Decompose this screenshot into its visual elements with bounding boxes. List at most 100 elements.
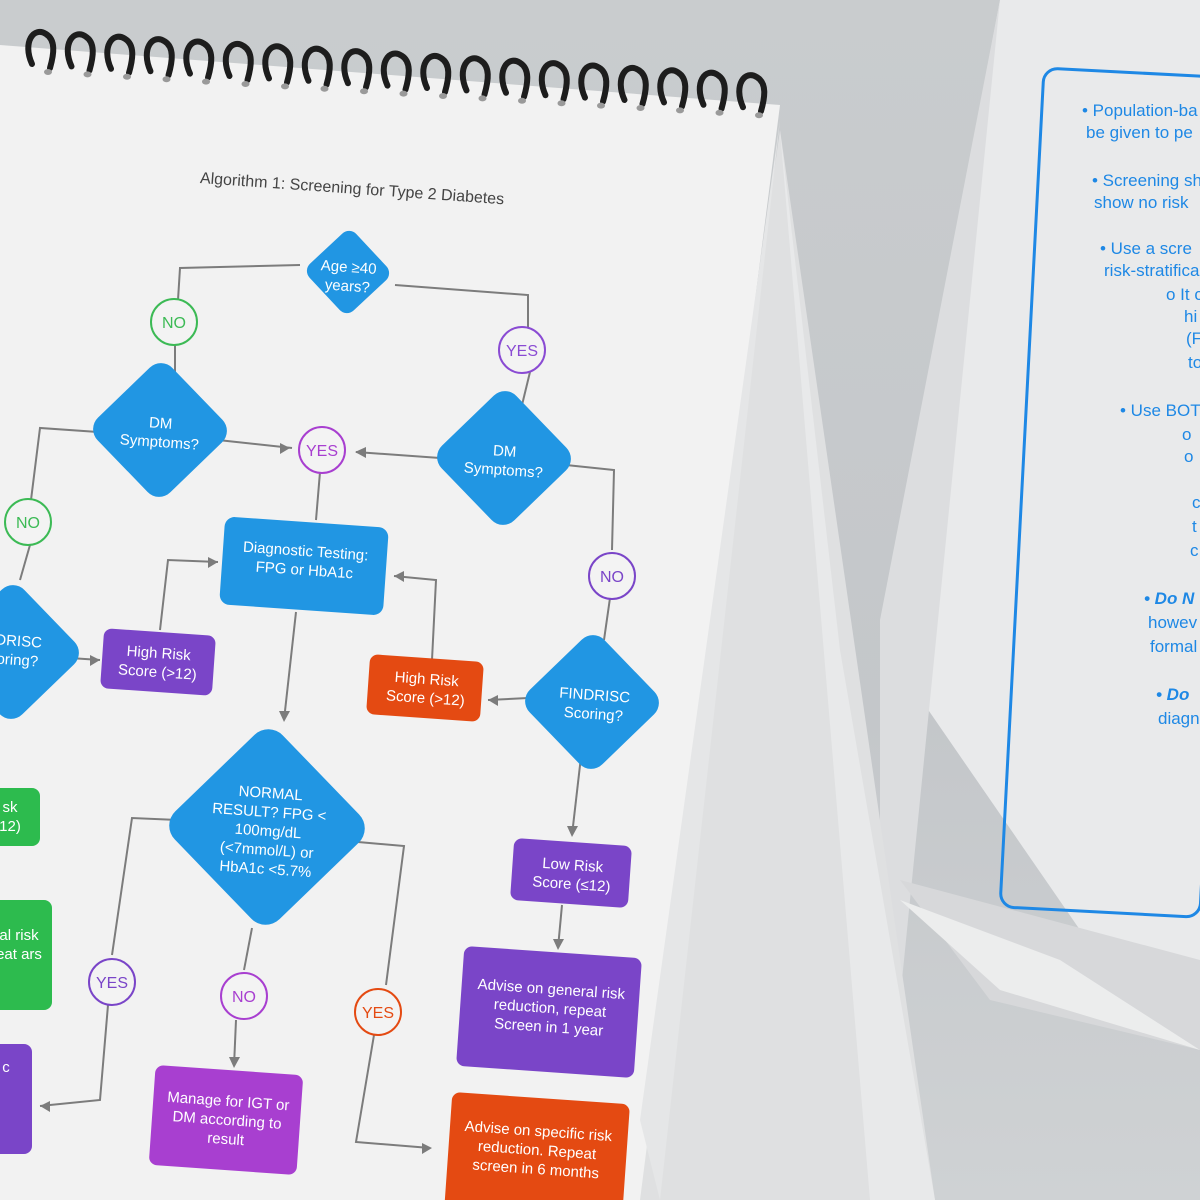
binding-hole	[281, 83, 289, 90]
note-line-9: (F	[1186, 329, 1200, 348]
findrisc-left-diamond	[0, 585, 79, 719]
note-line-10: to	[1188, 353, 1200, 372]
left-green-text-2: al risk eat ars	[0, 927, 42, 963]
note-line-8: hi	[1184, 307, 1198, 326]
no-label-right: NO	[588, 552, 636, 600]
yes-label-bottom-right: YES	[354, 988, 402, 1036]
binding-hole	[360, 88, 368, 95]
connector-lines	[19, 264, 616, 1149]
binding-hole	[439, 93, 447, 99]
note-line-5: • Use a scre	[1100, 239, 1192, 258]
no-label-top-left: NO	[150, 298, 198, 346]
note-line-15: t	[1192, 517, 1197, 536]
binding-hole	[44, 69, 52, 75]
no-label-bottom-center: NO	[220, 972, 268, 1020]
note-line-2: be given to pe	[1086, 123, 1193, 142]
spiral-ring	[499, 57, 531, 100]
note-line-4: show no risk	[1094, 193, 1189, 212]
spiral-binding	[25, 29, 768, 119]
spiral-ring	[64, 31, 96, 74]
note-line-19: formal	[1150, 637, 1198, 656]
binding-hole	[636, 105, 645, 111]
yes-label-top-right: YES	[498, 326, 546, 374]
normal-result-diamond	[169, 729, 365, 925]
spiral-ring	[104, 33, 136, 76]
note-frame	[999, 67, 1200, 919]
advise-specific-text: Advise on specific risk reduction. Repea…	[464, 1117, 613, 1183]
findrisc-left-text: DRISC oring?	[0, 631, 43, 671]
note-line-7: o It c	[1166, 285, 1200, 304]
spiral-ring	[538, 60, 570, 103]
yes-label-center: YES	[298, 426, 346, 474]
note-line-17: • Do N	[1144, 589, 1195, 608]
left-green-box-1	[0, 788, 40, 846]
note-line-6: risk-stratifica	[1104, 261, 1200, 280]
binding-hole	[399, 90, 408, 97]
binding-hole	[202, 78, 210, 85]
left-green-text-1: sk 12)	[0, 799, 21, 835]
spiral-ring	[25, 29, 57, 71]
binding-hole	[715, 109, 724, 116]
left-purple-text: c	[2, 1059, 10, 1076]
binding-hole	[162, 76, 171, 83]
left-green-box-2	[0, 900, 52, 1010]
note-line-3: • Screening sh	[1092, 171, 1200, 190]
binding-hole	[83, 71, 92, 78]
note-line-13: o	[1184, 447, 1194, 466]
yes-label-bottom-left: YES	[88, 958, 136, 1006]
normal-result-text: NORMAL RESULT? FPG < 100mg/dL (<7mmol/L)…	[211, 782, 327, 882]
spiral-ring	[578, 62, 610, 105]
left-purple-box	[0, 1044, 32, 1154]
spiral-ring	[459, 55, 491, 98]
note-line-12: o	[1182, 425, 1192, 444]
findrisc-right-text: FINDRISC Scoring?	[558, 684, 631, 726]
spiral-ring	[736, 72, 768, 115]
high-risk-right-text: High Risk Score (>12)	[385, 668, 466, 710]
high-risk-left-box	[100, 628, 216, 696]
manage-igt-text: Manage for IGT or DM according to result	[166, 1088, 290, 1150]
age-question-text: Age ≥40 years?	[320, 257, 378, 297]
advise-specific-box	[444, 1092, 630, 1200]
dm-symptoms-left-text: DM Symptoms?	[119, 414, 200, 454]
spiral-ring	[262, 43, 294, 86]
spiral-ring	[143, 36, 175, 79]
note-line-18: howev	[1148, 613, 1198, 632]
spiral-ring	[380, 50, 412, 93]
spiral-ring	[222, 41, 254, 83]
low-risk-text: Low Risk Score (≤12)	[531, 854, 611, 896]
note-line-11: • Use BOT	[1120, 401, 1200, 420]
note-line-16: c	[1190, 541, 1199, 560]
spiral-ring	[657, 67, 689, 110]
high-risk-right-box	[366, 654, 484, 722]
spiral-ring	[341, 48, 373, 91]
low-risk-box	[510, 838, 632, 908]
note-line-21: diagn	[1158, 709, 1200, 728]
advise-general-box	[456, 946, 642, 1078]
no-label-left: NO	[4, 498, 52, 546]
manage-igt-box	[149, 1065, 303, 1175]
high-risk-left-text: High Risk Score (>12)	[117, 642, 198, 684]
binding-hole	[241, 81, 250, 87]
arrowheads	[40, 443, 578, 1154]
spiral-ring	[617, 65, 649, 107]
spiral-ring	[696, 69, 728, 112]
spiral-ring	[301, 45, 333, 88]
spiral-ring	[420, 53, 452, 95]
binding-hole	[676, 107, 684, 114]
binding-hole	[320, 85, 329, 92]
binding-hole	[597, 102, 605, 109]
note-line-1: • Population-ba	[1082, 101, 1198, 120]
dm-symptoms-left-diamond	[93, 363, 227, 497]
note-line-20: • Do	[1156, 685, 1190, 704]
advise-general-text: Advise on general risk reduction, repeat…	[477, 975, 626, 1040]
binding-hole	[518, 97, 526, 104]
note-line-14: c	[1192, 493, 1200, 512]
age-diamond	[306, 230, 390, 314]
dm-symptoms-right-diamond	[437, 391, 571, 525]
binding-hole	[557, 100, 566, 107]
binding-hole	[755, 112, 763, 119]
